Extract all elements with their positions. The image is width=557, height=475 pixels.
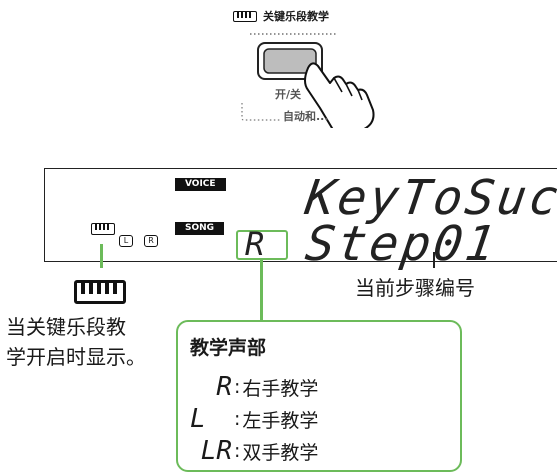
step-pointer-line — [433, 252, 435, 268]
callout-title: 教学声部 — [190, 337, 267, 359]
step-number-label: 当前步骤编号 — [355, 276, 475, 300]
lesson-part-row: R : 右手教学 — [190, 372, 318, 402]
part-symbol: R — [216, 372, 232, 402]
part-description: 左手教学 — [242, 409, 319, 432]
lesson-part-row: L : 左手教学 — [190, 404, 319, 434]
on-off-label: 开/关 — [275, 88, 302, 101]
feature-title: 关键乐段教学 — [263, 10, 329, 23]
lesson-part-callout — [176, 320, 462, 472]
keyboard-icon-large — [74, 280, 126, 304]
part-highlight-box — [236, 230, 288, 260]
note-line-2: 学开启时显示。 — [6, 345, 146, 369]
feature-header: 关键乐段教学 — [233, 8, 329, 24]
note-line-1: 当关键乐段教 — [6, 315, 126, 339]
song-tag: SONG — [175, 222, 225, 235]
lcd-display — [44, 168, 557, 262]
button-press-illustration — [241, 33, 375, 128]
right-hand-indicator: R — [144, 235, 158, 247]
keyboard-indicator-note: 当关键乐段教 学开启时显示。 — [6, 312, 166, 372]
lesson-part-row: LR : 双手教学 — [190, 436, 319, 466]
connector-line — [260, 260, 263, 322]
part-symbol: LR — [200, 436, 232, 466]
part-symbol: L — [190, 404, 206, 434]
auto-chord-label: 自动和... — [283, 110, 329, 123]
left-hand-indicator: L — [119, 235, 133, 247]
lcd-lesson-part: R — [245, 225, 265, 263]
keyboard-icon — [233, 10, 257, 22]
part-description: 右手教学 — [242, 377, 319, 400]
voice-tag: VOICE — [175, 178, 226, 191]
connector-line — [100, 244, 103, 268]
lcd-step-number: Step01 — [302, 216, 502, 272]
keyboard-indicator-icon — [91, 223, 115, 235]
pressing-hand-icon — [304, 62, 375, 128]
part-description: 双手教学 — [242, 441, 319, 464]
